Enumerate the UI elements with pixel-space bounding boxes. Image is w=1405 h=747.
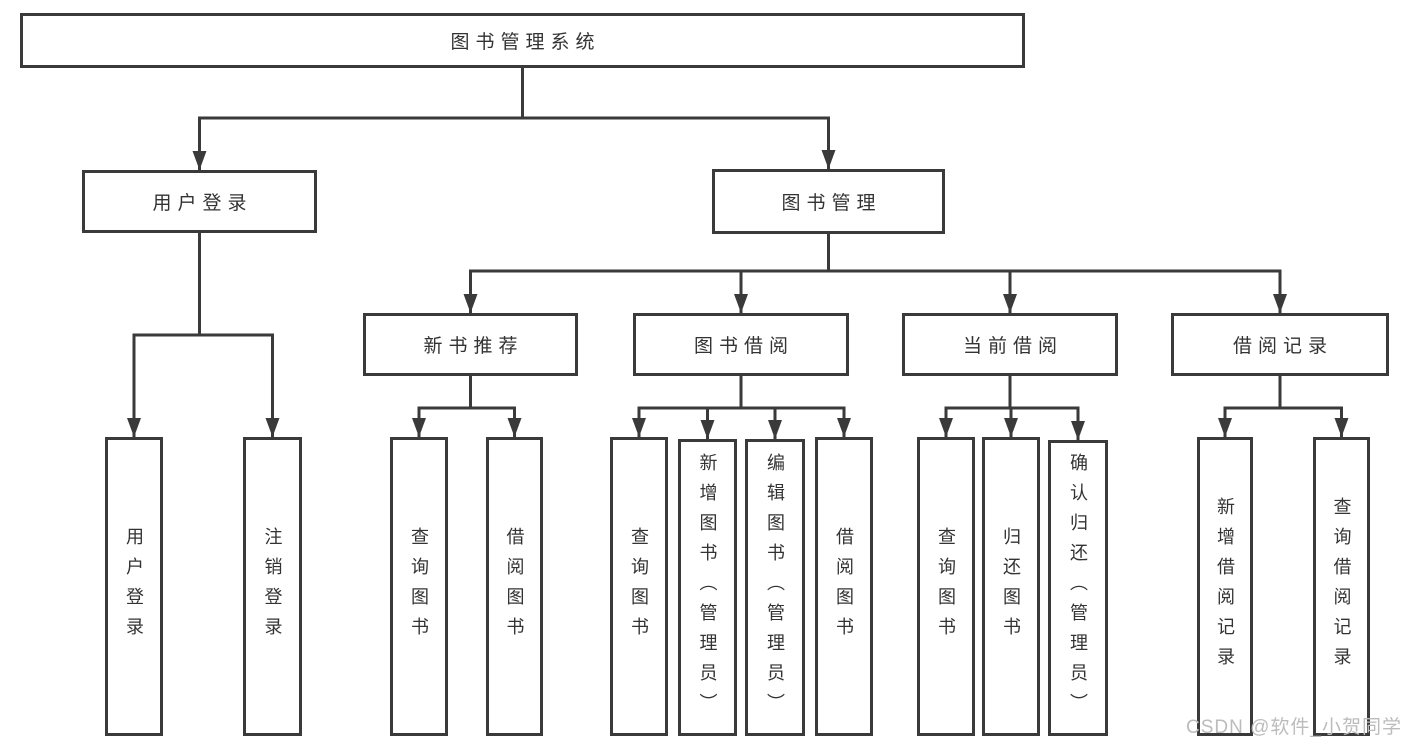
edge-book-mgmt-to-current-borrow — [827, 234, 1017, 313]
edge-new-book-rec-to-leaf-nbr-borrow — [469, 376, 522, 437]
node-leaf-bb-edit: 编辑图书（管理员） — [745, 439, 805, 736]
node-label: 当前借阅 — [962, 336, 1063, 357]
edge-book-mgmt-to-book-borrow — [734, 234, 830, 313]
node-leaf-br-add: 新增借阅记录 — [1197, 437, 1253, 736]
edge-layer — [127, 68, 1349, 440]
node-label: 归还图书 — [1001, 526, 1021, 647]
node-book-mgmt: 图书管理 — [712, 169, 945, 234]
node-label: 新增图书（管理员） — [697, 452, 718, 723]
node-label: 查询图书 — [629, 526, 649, 647]
edge-book-borrow-to-leaf-bb-add — [700, 376, 743, 439]
node-leaf-cb-return: 归还图书 — [982, 437, 1040, 736]
watermark: CSDN @软件_小贺同学 — [1186, 717, 1402, 738]
node-leaf-user-login: 用户登录 — [105, 437, 163, 736]
node-leaf-br-query: 查询借阅记录 — [1313, 437, 1370, 736]
node-label: 新书推荐 — [423, 336, 524, 357]
node-leaf-bb-query: 查询图书 — [610, 437, 668, 736]
node-label: 图书管理 — [781, 193, 882, 214]
edge-root-to-book-mgmt — [521, 68, 836, 169]
node-leaf-nbr-borrow: 借阅图书 — [486, 437, 543, 736]
node-label: 借阅图书 — [504, 526, 525, 647]
node-leaf-cb-query: 查询图书 — [917, 437, 975, 736]
node-leaf-bb-add: 新增图书（管理员） — [678, 439, 737, 736]
node-label: 查询图书 — [409, 526, 429, 647]
node-label: 查询借阅记录 — [1331, 496, 1352, 677]
node-leaf-logout: 注销登录 — [243, 437, 302, 736]
edge-root-to-user-login — [192, 68, 524, 170]
node-leaf-cb-confirm: 确认归还（管理员） — [1048, 440, 1108, 736]
node-label: 图书借阅 — [693, 336, 794, 357]
edge-user-login-to-leaf-user-login — [127, 233, 201, 437]
node-label: 用户登录 — [124, 526, 144, 647]
node-leaf-nbr-query: 查询图书 — [390, 437, 448, 736]
node-user-login: 用户登录 — [82, 170, 317, 233]
node-label: 借阅图书 — [834, 526, 854, 647]
node-label: 查询图书 — [936, 526, 956, 647]
node-label: 借阅记录 — [1232, 336, 1333, 357]
edge-current-borrow-to-leaf-cb-confirm — [1008, 376, 1085, 440]
node-label: 确认归还（管理员） — [1068, 453, 1088, 723]
edge-book-mgmt-to-borrow-records — [827, 234, 1287, 313]
edge-new-book-rec-to-leaf-nbr-query — [412, 376, 472, 437]
edge-book-mgmt-to-new-book-rec — [463, 234, 830, 313]
node-current-borrow: 当前借阅 — [902, 313, 1118, 376]
node-label: 编辑图书（管理员） — [765, 452, 785, 723]
node-new-book-rec: 新书推荐 — [363, 313, 578, 376]
node-label: 用户登录 — [152, 193, 253, 214]
node-leaf-bb-borrow: 借阅图书 — [815, 437, 873, 736]
edge-user-login-to-leaf-logout — [198, 233, 280, 437]
node-root: 图书管理系统 — [20, 13, 1025, 68]
node-label: 图书管理系统 — [450, 32, 601, 53]
node-book-borrow: 图书借阅 — [633, 313, 849, 376]
node-label: 注销登录 — [262, 526, 283, 647]
edge-current-borrow-to-leaf-cb-query — [939, 376, 1012, 437]
edge-borrow-records-to-leaf-br-query — [1278, 376, 1349, 437]
edge-book-borrow-to-leaf-bb-borrow — [739, 376, 851, 437]
node-label: 新增借阅记录 — [1215, 496, 1235, 677]
edge-borrow-records-to-leaf-br-add — [1218, 376, 1282, 437]
node-borrow-records: 借阅记录 — [1171, 313, 1389, 376]
